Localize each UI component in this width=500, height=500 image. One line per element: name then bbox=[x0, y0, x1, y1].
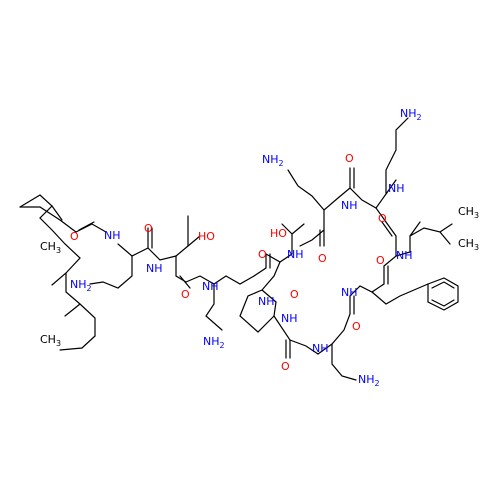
atom-ch3-bottom: CH3 bbox=[40, 333, 61, 348]
atom-o-dab1: O bbox=[144, 222, 153, 235]
atom-ho-thr2: HO bbox=[270, 227, 287, 240]
atom-nh-phe: NH bbox=[341, 286, 358, 299]
atom-nh-dab3: NH bbox=[312, 342, 329, 355]
atom-labels: CH3 CH3 O NH NH2 O O NH HO NH NH2 O HO N… bbox=[40, 107, 479, 388]
atom-nh-thr1: NH bbox=[146, 262, 163, 275]
atom-nh-dab4: NH bbox=[388, 182, 405, 195]
atom-o-thr2: O bbox=[290, 288, 299, 301]
atom-ho-thr1: HO bbox=[198, 230, 215, 243]
bond-lines bbox=[19, 117, 459, 381]
atom-nh-dab5: NH bbox=[341, 199, 358, 212]
atom-nh-dab2: NH bbox=[202, 280, 219, 293]
atom-o-dab4: O bbox=[345, 152, 354, 165]
atom-o-leu: O bbox=[378, 212, 387, 225]
atom-nh-thr2: NH bbox=[287, 248, 304, 261]
atom-ch3-leu2: CH3 bbox=[458, 237, 479, 252]
atom-o-dab3: O bbox=[352, 320, 361, 333]
atom-o-thr1: O bbox=[181, 288, 190, 301]
atom-nh2-dab5: NH2 bbox=[262, 153, 284, 168]
atom-nh2-dab1: NH2 bbox=[70, 278, 92, 293]
atom-o-dab5: O bbox=[318, 252, 327, 265]
atom-ch3-leu1: CH3 bbox=[458, 205, 479, 220]
atom-ch3-top: CH3 bbox=[40, 240, 61, 255]
atom-o-ring: O bbox=[281, 360, 290, 373]
atom-nh-ring1: NH bbox=[258, 295, 275, 308]
atom-nh-ring2: NH bbox=[281, 312, 298, 325]
atom-nh2-dab4: NH2 bbox=[400, 107, 422, 122]
atom-nh2-dab2: NH2 bbox=[203, 335, 225, 350]
atom-nh-leu: NH bbox=[396, 249, 413, 262]
atom-nh-acyl: NH bbox=[104, 229, 121, 242]
atom-o-dab2: O bbox=[258, 248, 267, 261]
atom-o-acyl: O bbox=[70, 230, 79, 243]
atom-o-phe: O bbox=[376, 254, 385, 267]
atom-nh2-dab3: NH2 bbox=[358, 373, 380, 388]
